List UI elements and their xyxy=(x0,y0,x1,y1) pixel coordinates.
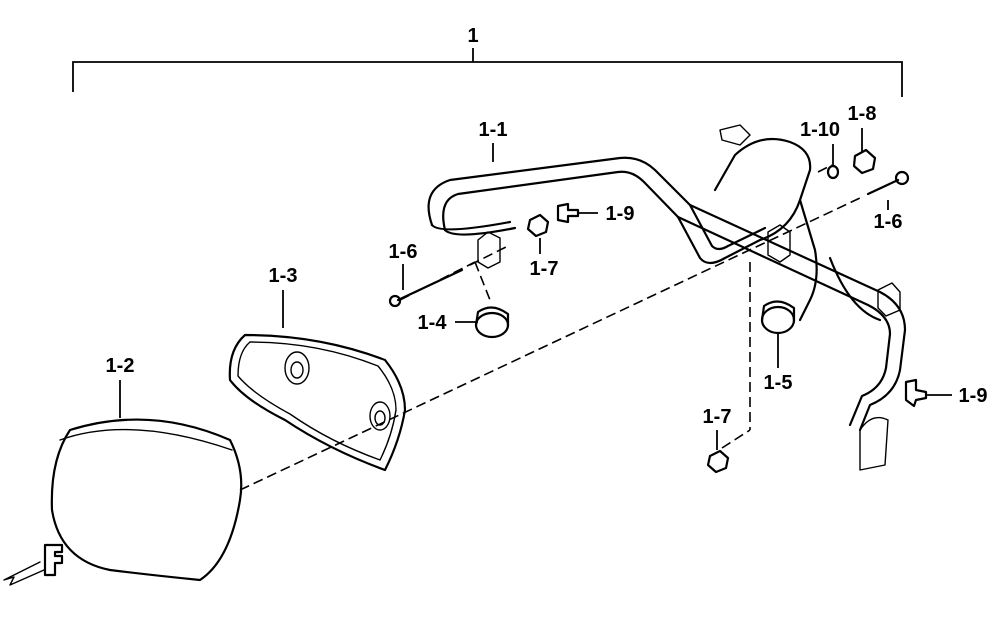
leader-lines xyxy=(119,128,952,450)
label-clip-lower: 1-9 xyxy=(959,385,988,407)
nut-left xyxy=(526,213,550,238)
bolt-left xyxy=(388,268,464,308)
cap-nut xyxy=(852,148,877,175)
label-collar-b: 1-5 xyxy=(764,372,793,394)
backrest-plate xyxy=(228,333,407,472)
direction-label: F xyxy=(58,561,59,563)
assembly-bracket xyxy=(72,48,903,97)
washer xyxy=(826,164,840,180)
label-clip-upper: 1-9 xyxy=(606,203,635,225)
collar-a xyxy=(474,306,510,339)
label-cap-nut: 1-8 xyxy=(848,103,877,125)
label-nut-left: 1-7 xyxy=(530,258,559,280)
label-bolt-right: 1-6 xyxy=(874,211,903,233)
label-backrest-pad: 1-2 xyxy=(106,355,135,377)
label-collar-a: 1-4 xyxy=(418,312,448,334)
direction-arrow-icon xyxy=(3,543,64,586)
nut-bottom xyxy=(706,449,730,474)
label-backrest-bracket: 1-1 xyxy=(479,119,508,141)
bolt-right xyxy=(866,170,910,196)
clip-lower xyxy=(904,378,928,408)
label-washer: 1-10 xyxy=(800,119,840,141)
label-bolt-left: 1-6 xyxy=(389,241,418,263)
label-backrest-plate: 1-3 xyxy=(269,265,298,287)
clip-upper xyxy=(556,202,580,224)
backrest-pad xyxy=(50,418,243,582)
label-nut-bottom: 1-7 xyxy=(703,406,732,428)
assembly-guide-lines xyxy=(239,164,861,491)
backrest-frame xyxy=(427,124,907,471)
label-assembly: 1 xyxy=(467,25,478,47)
collar-b xyxy=(760,300,796,335)
